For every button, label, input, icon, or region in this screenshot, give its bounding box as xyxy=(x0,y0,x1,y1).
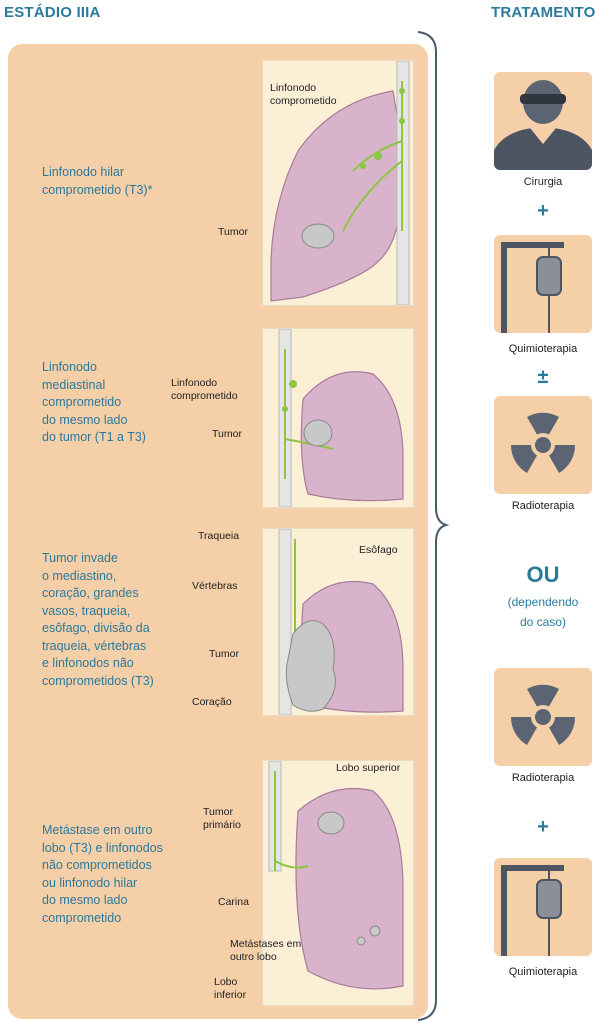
case-3-trachea-label: Traqueia xyxy=(198,530,240,542)
iv-bag-icon xyxy=(501,242,564,333)
case-1-tumor-label: Tumor xyxy=(218,226,248,238)
case-3-vertebrae-label: Vértebras xyxy=(192,580,238,592)
treatment-title: TRATAMENTO xyxy=(491,4,596,21)
surgeon-icon xyxy=(494,80,592,170)
case-3-tumor-label: Tumor xyxy=(209,648,239,660)
case-2-tumor-label: Tumor xyxy=(212,428,242,440)
case-4-lung-image xyxy=(262,760,414,1006)
plus2-symbol: + xyxy=(537,816,549,838)
chemo-caption: Quimioterapia xyxy=(508,343,578,355)
stage-title: ESTÁDIO IIIA xyxy=(4,4,101,21)
plus-symbol: + xyxy=(537,200,549,222)
radio-caption: Radioterapia xyxy=(511,500,575,512)
surgery-caption: Cirurgia xyxy=(523,176,563,188)
iv-bag-icon xyxy=(501,865,564,956)
surgery-tile xyxy=(494,72,592,170)
chemo2-caption: Quimioterapia xyxy=(508,966,578,978)
radio2-tile xyxy=(494,668,592,766)
radiation-icon xyxy=(510,412,576,473)
radio-tile xyxy=(494,396,592,494)
case-3-esophagus-label: Esôfago xyxy=(359,544,398,556)
radio2-caption: Radioterapia xyxy=(511,772,575,784)
chemo2-tile xyxy=(494,858,592,956)
case-3-lung-image xyxy=(262,528,414,716)
or-label: OU xyxy=(526,562,560,587)
case-3-heart-label: Coração xyxy=(192,696,232,708)
case-2-lung-image xyxy=(262,328,414,508)
chemo-tile xyxy=(494,235,592,333)
radiation-icon xyxy=(510,684,576,745)
bracket-icon xyxy=(417,31,450,1021)
case-4-carina-label: Carina xyxy=(218,896,249,908)
case-1-lung-image xyxy=(262,60,414,306)
case-4-upper-lobe-label: Lobo superior xyxy=(336,762,401,774)
plusminus-symbol: ± xyxy=(537,366,549,388)
